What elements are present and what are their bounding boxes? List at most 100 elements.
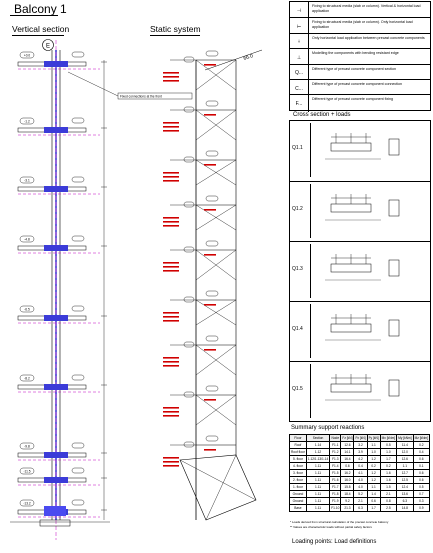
node-bubble	[183, 106, 195, 113]
cross-section-sketch	[310, 244, 428, 298]
legend-row: C...Different type of precast concrete c…	[290, 79, 430, 97]
table-cell: 1.11	[305, 469, 331, 477]
level-tag: +0.0	[24, 53, 31, 57]
legend-symbol: C...	[290, 80, 309, 97]
load-annotation	[163, 126, 179, 128]
cross-section-label: Q1.4	[292, 326, 303, 332]
table-header: Mz [kNm]	[412, 434, 431, 442]
table-cell: 1.1	[396, 462, 414, 470]
table-cell: F1.8	[329, 490, 342, 498]
load-annotation	[163, 316, 179, 318]
static-system-underline	[150, 35, 200, 36]
load-annotation	[163, 180, 179, 182]
table-cell: 0.4	[412, 448, 431, 456]
load-annotation	[163, 72, 179, 74]
axis-label: E	[46, 44, 50, 50]
load-annotation	[163, 270, 179, 272]
table-cell: 12.6	[340, 441, 355, 449]
table-cell: 0.4	[353, 462, 368, 470]
table-cell: 6.3	[396, 497, 414, 505]
table-cell: 0.1	[412, 462, 431, 470]
cross-section-sketch	[310, 123, 428, 177]
table-cell: 0.9	[412, 504, 431, 512]
load-annotation	[163, 221, 179, 223]
table-cell: 5.2	[353, 490, 368, 498]
load-annotation	[163, 217, 179, 219]
slab-connection	[44, 384, 68, 390]
legend-symbol: ⊥	[290, 49, 309, 67]
table-cell: 1.7	[366, 504, 381, 512]
axis-bubble	[42, 39, 54, 51]
table-cell: 9.2	[340, 497, 355, 505]
table-cell: 21.3	[340, 504, 355, 512]
level-bubble	[19, 176, 35, 184]
table-cell: 12.6	[396, 455, 414, 463]
table-header: Section	[305, 434, 331, 442]
table-cell: F1.4	[329, 462, 342, 470]
load-annotation	[163, 415, 179, 417]
table-cell: 0.8	[379, 497, 398, 505]
load-annotation	[163, 411, 179, 413]
load-annotation	[163, 262, 179, 264]
table-cell: 1.1	[366, 441, 381, 449]
cross-section-label: Q1.2	[292, 206, 303, 212]
legend-table: ⊣Fixing to structural media (slab or col…	[289, 1, 431, 113]
load-annotation	[163, 357, 179, 359]
cross-section-label: Q1.1	[292, 145, 303, 151]
table-cell: 14.8	[396, 504, 414, 512]
load-annotation	[163, 365, 179, 367]
section-bubble	[71, 442, 85, 449]
node-bubble	[205, 195, 219, 202]
load-annotation	[163, 172, 179, 174]
table-cell: 1.7	[379, 455, 398, 463]
level-bubble	[19, 467, 35, 475]
cross-section-sketch	[310, 184, 428, 238]
table-cell: 1.11	[305, 490, 331, 498]
vertical-section-underline	[12, 35, 64, 36]
level-tag: -1.2	[24, 119, 30, 123]
table-cell: 1.11	[305, 483, 331, 491]
table-cell: 3.2	[353, 441, 368, 449]
vertical-section-heading: Vertical section	[12, 24, 70, 34]
static-diagonal	[195, 159, 237, 186]
cross-section-label: Q1.5	[292, 386, 303, 392]
tilt-label: 66.0	[243, 53, 254, 62]
legend-text: Fixing to structural media (slab or colu…	[312, 20, 413, 29]
load-annotation	[204, 64, 216, 66]
table-cell: F1.6	[329, 476, 342, 484]
node-bubble	[183, 441, 195, 448]
load-annotation	[163, 122, 179, 124]
load-annotation	[163, 130, 179, 132]
node-bubble	[205, 240, 219, 247]
load-annotation	[163, 266, 179, 268]
slab-connection	[44, 452, 68, 458]
level-tag: -4.8	[24, 237, 30, 241]
table-cell: 0.6	[412, 476, 431, 484]
table-cell: 6.3	[353, 504, 368, 512]
cross-section-cell: Q1.3	[290, 241, 430, 300]
table-cell: 1.6	[379, 469, 398, 477]
table-cell: 1. floor	[289, 483, 307, 491]
table-cell: 1.14	[305, 441, 331, 449]
load-annotation	[163, 80, 179, 82]
load-annotation	[204, 304, 216, 306]
table-cell: F1.10	[329, 504, 342, 512]
table-cell: F1.3	[329, 455, 342, 463]
base-footing	[44, 506, 66, 516]
cross-section-heading: Cross section + loads	[293, 112, 351, 118]
table-cell: 1.2	[366, 476, 381, 484]
table-cell: 16.4	[340, 455, 355, 463]
table-cell: 11.4	[396, 441, 414, 449]
table-cell: 0.2	[366, 462, 381, 470]
balcony-drawing: E +0.0-1.2-3.1-4.8-6.5-8.2-9.8-11.5-13.2…	[10, 39, 263, 540]
cross-section-cell: Q1.2	[290, 181, 430, 240]
table-cell: 3.9	[353, 448, 368, 456]
